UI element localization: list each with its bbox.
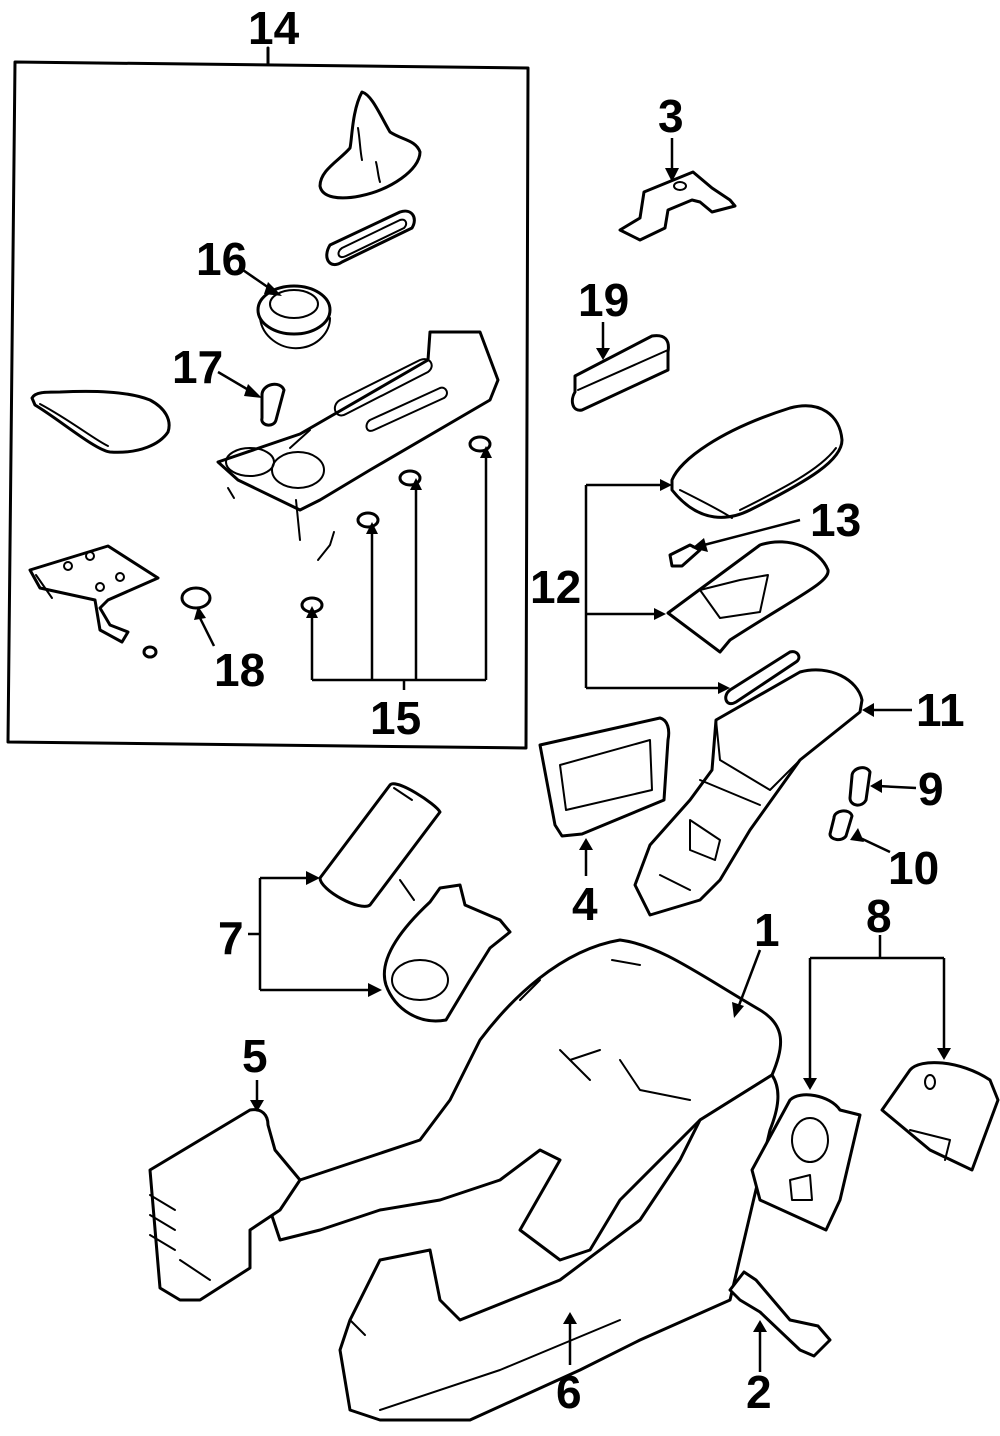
plug-part: [180, 586, 212, 610]
callout-label-5: 5: [242, 1030, 268, 1082]
callout-label-2: 2: [746, 1366, 772, 1418]
bracket-small-part: [728, 1270, 832, 1358]
callout-label-14: 14: [248, 2, 300, 54]
side-panel-part: [538, 716, 671, 838]
callout-label-6: 6: [556, 1366, 582, 1418]
callout-label-12: 12: [530, 561, 581, 613]
callout-label-18: 18: [214, 644, 265, 696]
callout-label-1: 1: [754, 904, 780, 956]
callout-label-4: 4: [572, 878, 598, 930]
callout-label-9: 9: [918, 763, 944, 815]
callout-label-15: 15: [370, 692, 421, 744]
callout-label-11: 11: [916, 684, 965, 736]
callout-11-leader: [862, 703, 912, 717]
console-bracket: [28, 544, 160, 644]
callout-19-leader: [596, 322, 610, 360]
callout-6-leader: [563, 1312, 577, 1365]
outlet-socket-part: [828, 809, 854, 842]
power-outlet-part: [848, 766, 872, 807]
callout-15-leaders: [306, 446, 492, 690]
small-nut: [142, 645, 158, 659]
cup-holder-part: [382, 883, 512, 1023]
callout-label-8: 8: [866, 890, 892, 942]
rear-console-part: [633, 668, 864, 917]
console-base-part: [268, 938, 783, 1262]
callout-16-leader: [239, 266, 282, 296]
storage-tray-part: [570, 334, 670, 412]
ashtray-ring-part: [256, 284, 332, 350]
callout-7-leaders: [248, 871, 382, 997]
mounting-bracket-part: [618, 170, 737, 242]
callout-label-7: 7: [218, 912, 244, 964]
switch-strip-part: [724, 650, 801, 705]
callout-18-leader: [194, 606, 216, 647]
callout-label-13: 13: [810, 494, 861, 546]
callout-label-10: 10: [888, 842, 939, 894]
callout-1-leader: [732, 949, 762, 1018]
shift-console-tray: [216, 330, 500, 541]
callout-label-19: 19: [578, 274, 629, 326]
rear-trim-panel-right-part: [880, 1061, 1000, 1172]
assembly-14-box: [6, 46, 530, 750]
shift-bezel: [325, 209, 416, 267]
callout-label-16: 16: [196, 233, 247, 285]
callout-13-leader: [692, 518, 801, 552]
callout-9-leader: [870, 779, 917, 793]
callout-label-3: 3: [658, 90, 684, 142]
rear-trim-panel-left-part: [750, 1093, 862, 1232]
callout-12-leaders: [584, 479, 730, 694]
callout-5-leader: [250, 1080, 264, 1112]
callout-4-leader: [579, 838, 593, 876]
callout-10-leader: [850, 828, 891, 854]
clip-spring: [317, 531, 335, 561]
cup-holder-lid-part: [318, 782, 442, 908]
shift-boot: [318, 90, 422, 200]
callout-3-leader: [665, 138, 679, 182]
latch-part: [668, 543, 702, 568]
armrest-lid-part: [670, 404, 844, 519]
callout-17-leader: [217, 370, 262, 398]
callout-2-leader: [753, 1320, 767, 1372]
callout-8-leaders: [803, 935, 951, 1090]
console-lid: [30, 389, 171, 454]
armrest-base-part: [666, 540, 830, 654]
lower-console-body-part: [338, 1073, 780, 1422]
callout-label-17: 17: [172, 341, 223, 393]
switch-part: [260, 382, 286, 427]
front-trim-part: [148, 1108, 302, 1302]
